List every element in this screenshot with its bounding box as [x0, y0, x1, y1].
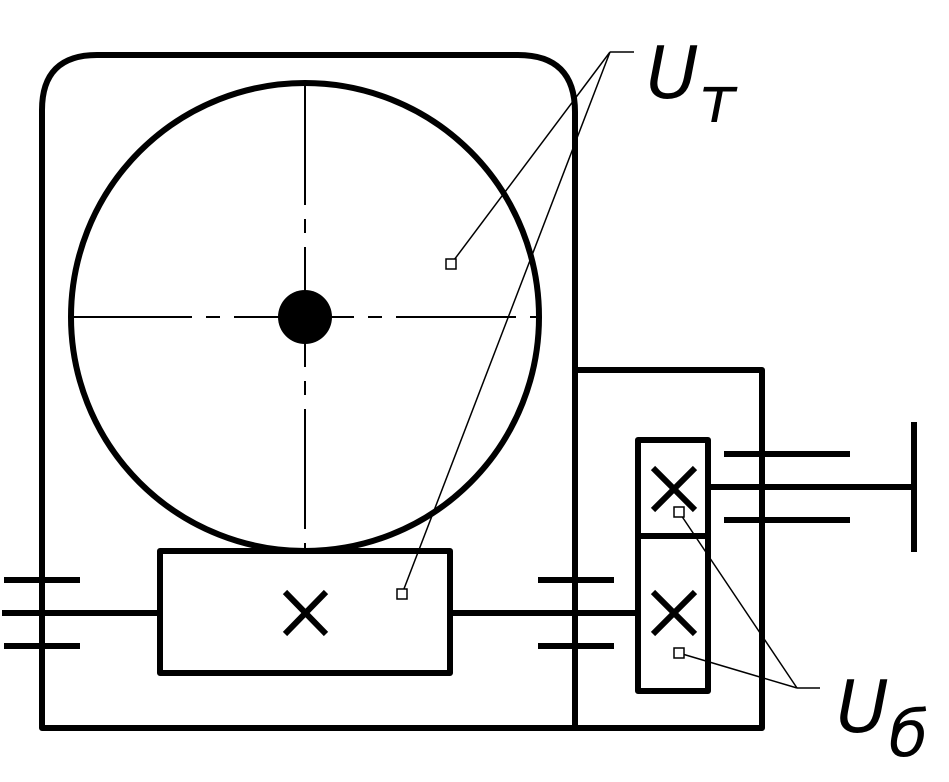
label-u-b-sub: б — [889, 698, 928, 772]
leader-lines-u-b — [678, 511, 820, 689]
label-u-t: Uт — [646, 31, 738, 138]
marker-drive-gear — [673, 506, 685, 518]
leader-lines-u-t — [401, 51, 634, 595]
input-bearing — [724, 451, 850, 523]
label-u-t-sub: т — [699, 64, 738, 138]
driven-gear-cross — [650, 589, 698, 637]
main-housing — [39, 52, 578, 731]
label-u-b-main: U — [836, 665, 889, 749]
marker-driven-gear — [673, 647, 685, 659]
right-bearing — [538, 577, 614, 649]
marker-worm — [396, 588, 408, 600]
label-u-t-main: U — [646, 31, 699, 115]
label-u-b: Uб — [836, 665, 928, 772]
worm-cross — [282, 589, 329, 637]
secondary-housing — [575, 367, 765, 731]
output-shaft — [278, 290, 332, 344]
drive-gear-cross — [650, 465, 698, 513]
marker-worm-wheel — [445, 258, 457, 270]
driven-gear — [635, 533, 711, 694]
left-bearing — [4, 577, 80, 649]
